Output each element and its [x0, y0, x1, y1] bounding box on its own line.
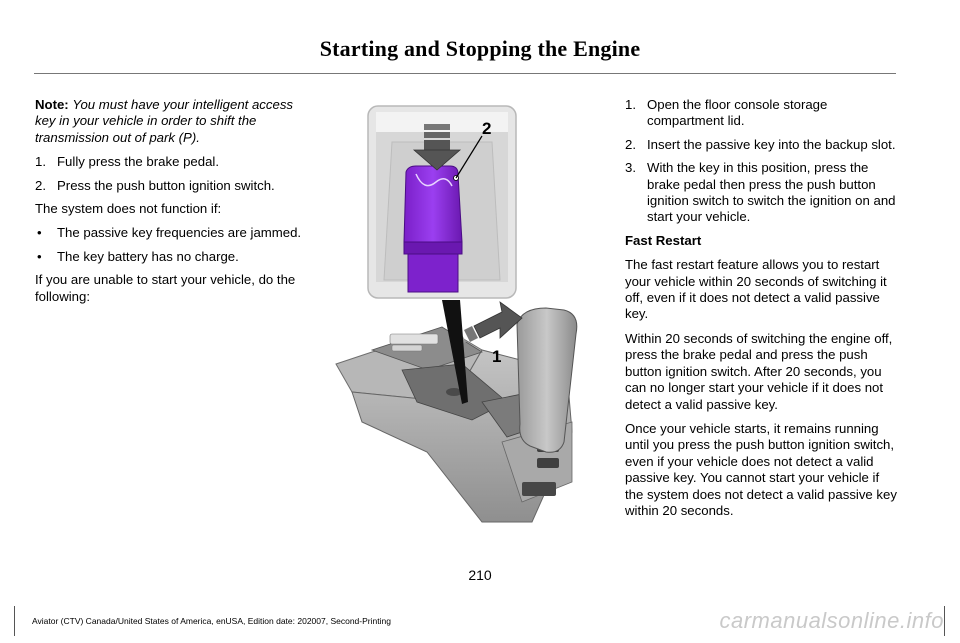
bullet-item-1: • The passive key frequencies are jammed… — [35, 225, 313, 241]
paragraph-2: Within 20 seconds of switching the engin… — [625, 330, 893, 412]
step-number: 1. — [35, 154, 46, 170]
note-paragraph: Note: You must have your intelligent acc… — [35, 97, 313, 146]
step-text: Fully press the brake pedal. — [57, 154, 219, 170]
pointer-beam — [442, 300, 468, 404]
step-text: Open the floor console storage compartme… — [647, 97, 828, 129]
step-number: 1. — [625, 97, 636, 112]
page-title: Starting and Stopping the Engine — [319, 36, 641, 61]
right-step-1: 1. Open the floor console storage compar… — [625, 97, 897, 130]
detail-inset: 2 — [367, 105, 517, 299]
closing-text: If you are unable to start your vehicle,… — [35, 272, 296, 304]
open-arrow-icon — [454, 301, 523, 345]
bullet-dot: • — [37, 248, 42, 264]
intro-text: The system does not function if: — [35, 201, 222, 217]
bullet-item-2: • The key battery has no charge. — [35, 249, 313, 265]
step-number: 3. — [625, 160, 636, 176]
console-key-illustration: 1 2 — [335, 105, 578, 523]
edition-footer: Aviator (CTV) Canada/United States of Am… — [32, 616, 391, 626]
watermark: carmanualsonline.info — [719, 608, 944, 633]
step-number: 2. — [625, 136, 636, 152]
passive-key-icon — [403, 165, 463, 293]
paragraph-3: Once your vehicle starts, it remains run… — [625, 420, 897, 518]
callout-2: 2 — [482, 119, 491, 138]
crop-mark-right — [944, 606, 945, 636]
right-step-3: 3. With the key in this position, press … — [625, 160, 897, 226]
callout-leader — [455, 135, 483, 179]
note-label: Note: — [35, 97, 69, 112]
bullet-text: The key battery has no charge. — [57, 248, 239, 264]
step-text: Insert the passive key into the backup s… — [647, 136, 896, 152]
left-step-1: 1. Fully press the brake pedal. — [35, 154, 313, 170]
paragraph-1: The fast restart feature allows you to r… — [625, 257, 887, 322]
insert-arrow-icon — [412, 124, 462, 171]
left-step-2: 2. Press the push button ignition switch… — [35, 178, 313, 194]
step-number: 2. — [35, 177, 46, 193]
right-column: 1. Open the floor console storage compar… — [625, 97, 897, 527]
crop-mark-left — [14, 606, 15, 636]
callout-1: 1 — [492, 347, 501, 366]
step-text: Press the push button ignition switch. — [57, 177, 275, 193]
bullet-text: The passive key frequencies are jammed. — [57, 225, 302, 241]
header-rule — [34, 73, 896, 74]
step-text: With the key in this position, press the… — [647, 160, 896, 225]
page-number: 210 — [468, 567, 492, 583]
right-step-2: 2. Insert the passive key into the backu… — [625, 137, 897, 153]
left-column: Note: You must have your intelligent acc… — [35, 97, 313, 313]
note-text: You must have your intelligent access ke… — [35, 97, 294, 145]
bullet-dot: • — [37, 225, 42, 241]
armrest-lid — [516, 307, 578, 453]
section-heading: Fast Restart — [625, 232, 702, 248]
